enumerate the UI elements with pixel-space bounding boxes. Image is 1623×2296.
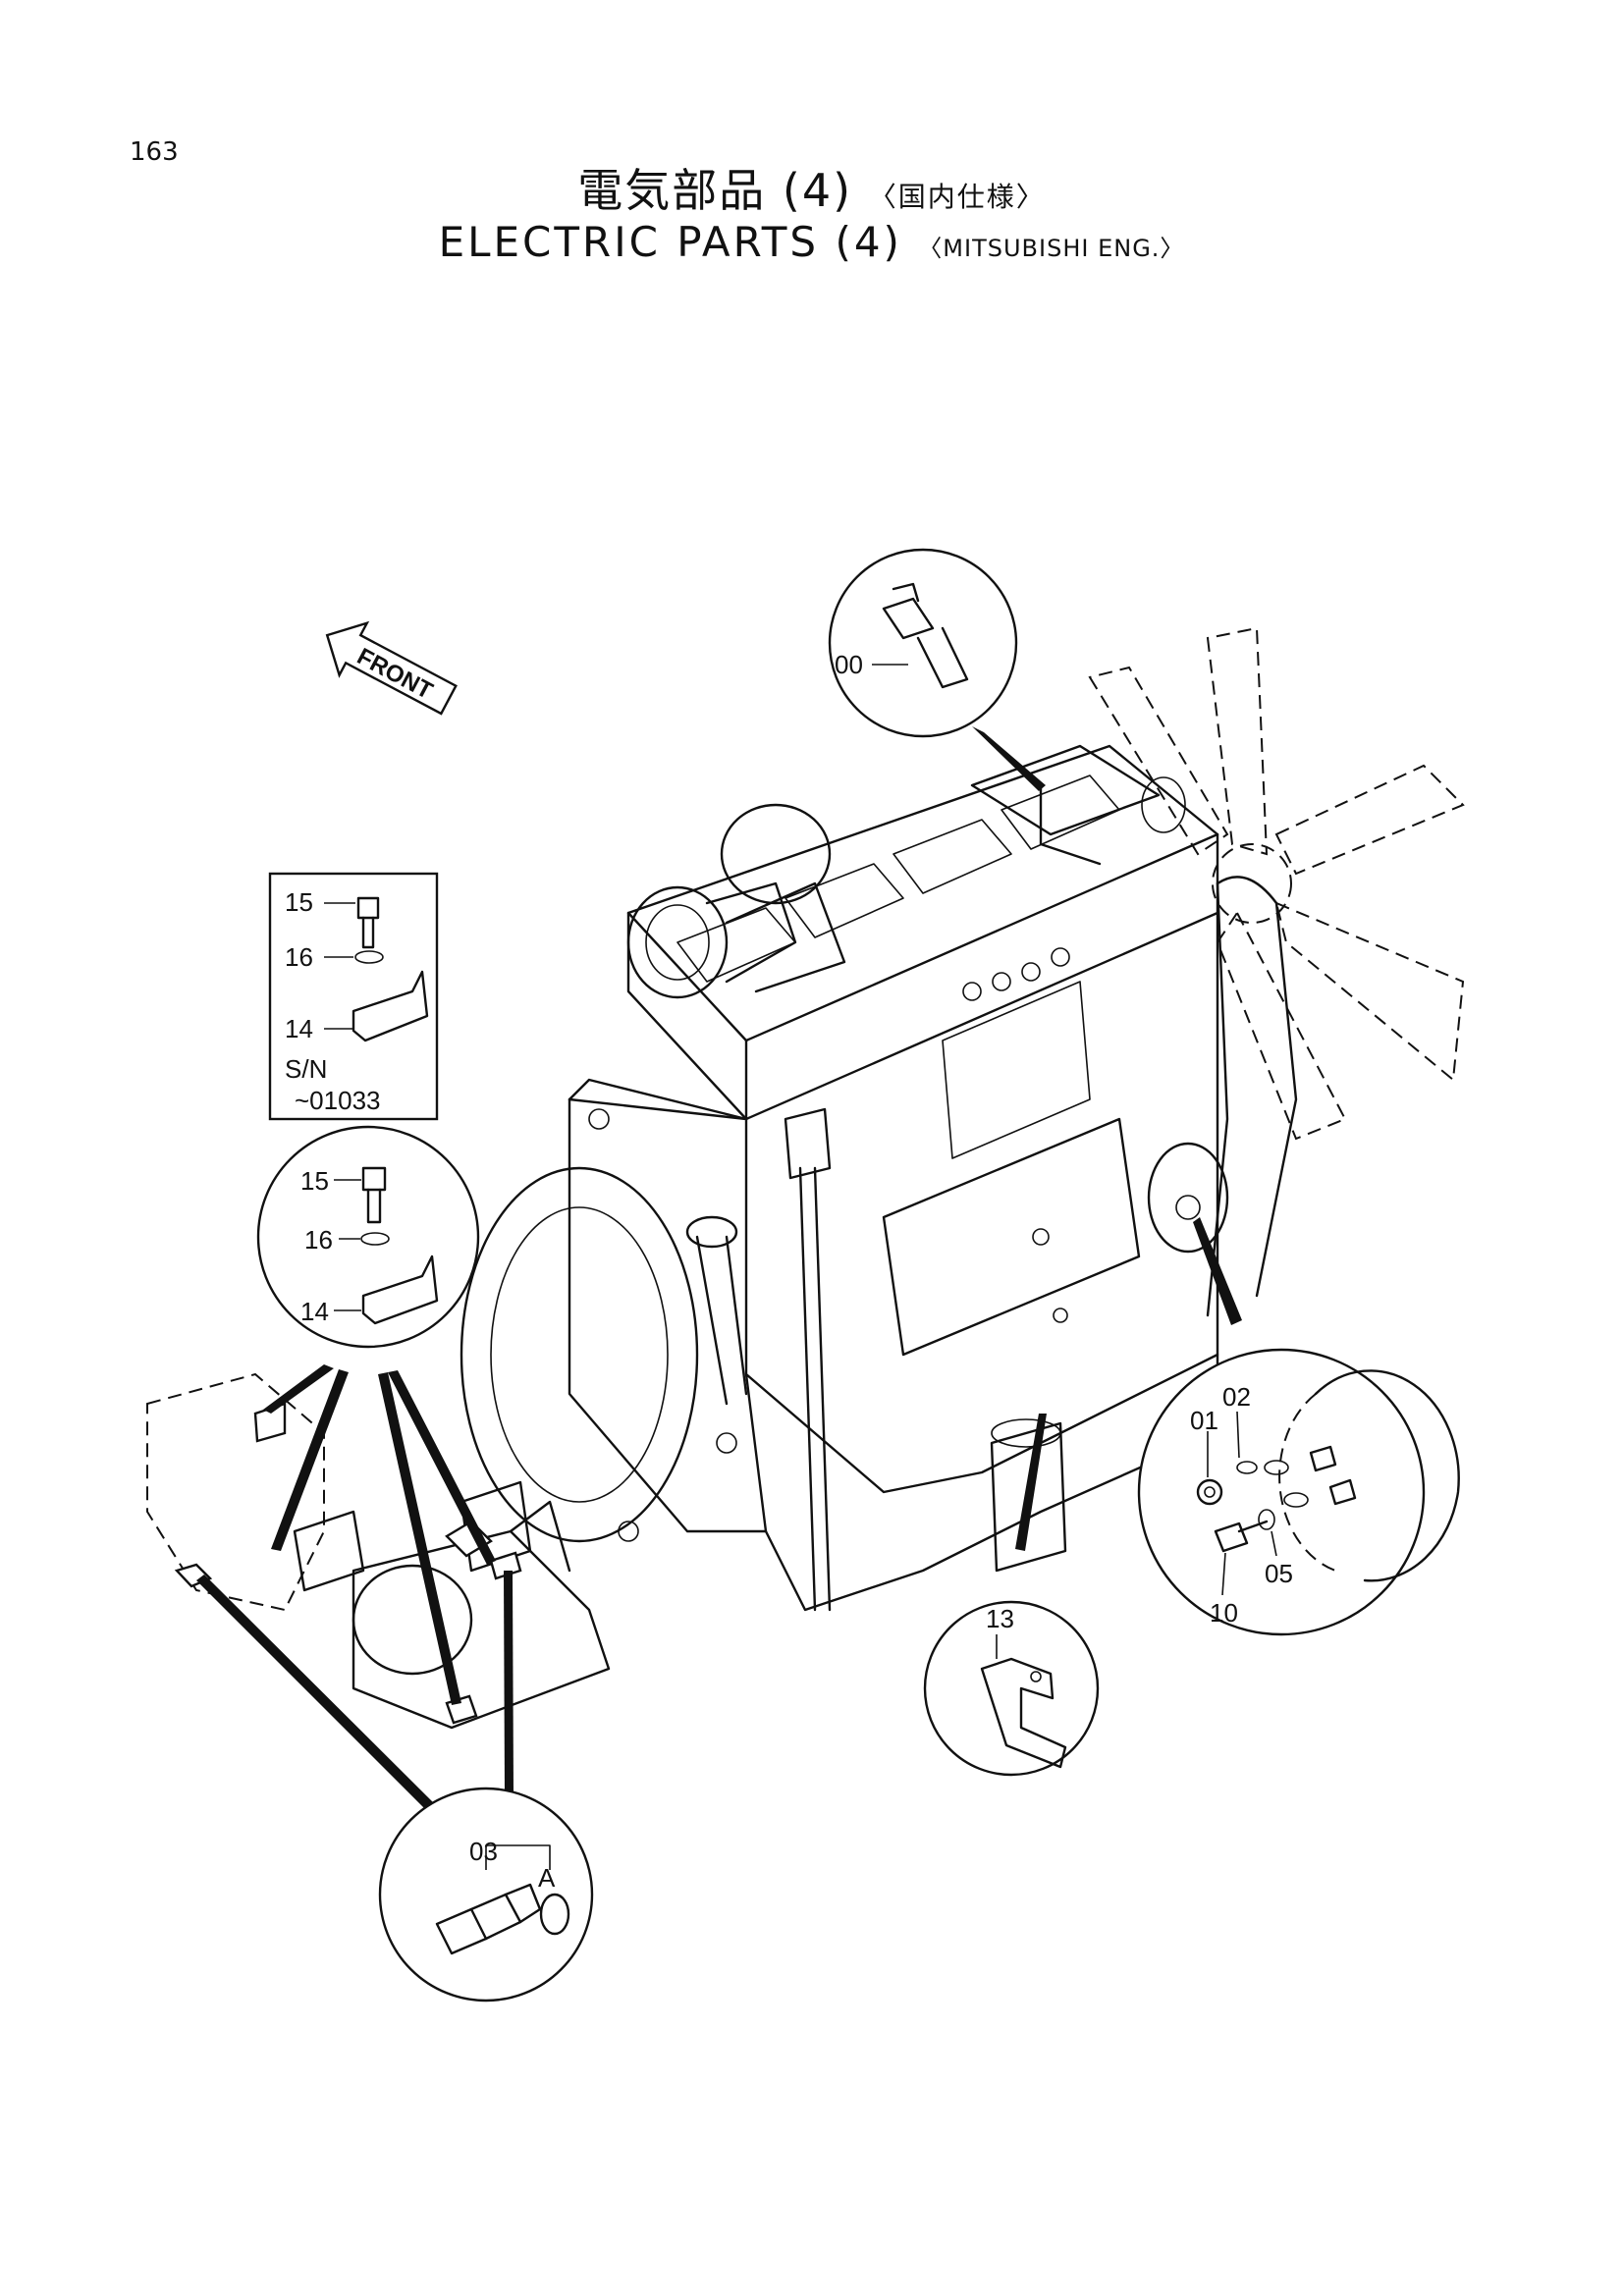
page-number: 163 [130,137,179,167]
inset-label-15: 15 [285,887,313,917]
cooling-fan [1088,626,1465,1141]
leader-lines [196,726,1242,1812]
title-en-spec: 〈MITSUBISHI ENG.〉 [918,235,1185,262]
bracket-label-15: 15 [300,1166,329,1196]
front-arrow: FRONT [325,620,458,716]
callout-bracket: 15 16 14 [256,1125,480,1349]
inset-label-14: 14 [285,1014,313,1043]
bracket-label-14: 14 [300,1297,329,1326]
callout-pressure-switch: 03 A [378,1787,594,2002]
callout-alternator: 01 02 05 10 [1137,1348,1460,1636]
title-japanese: 電気部品 (4) 〈国内仕様〉 [0,155,1623,220]
title-en-text: ELECTRIC PARTS (4) [438,218,902,266]
callout-bracket-13: 13 [923,1600,1100,1777]
inset-label-16: 16 [285,942,313,972]
label-ref-A: A [538,1863,556,1893]
title-jp-spec: 〈国内仕様〉 [868,181,1046,213]
label-part-03: 03 [469,1837,498,1866]
alt-label-10: 10 [1210,1598,1238,1628]
label-part-00: 00 [835,650,863,679]
title-english: ELECTRIC PARTS (4) 〈MITSUBISHI ENG.〉 [0,218,1623,266]
alt-label-02: 02 [1222,1382,1251,1412]
alt-label-01: 01 [1190,1406,1218,1435]
inset-sn-label: S/N [285,1054,327,1084]
callout-temp-sensor: 00 [828,548,1018,738]
title-jp-text: 電気部品 (4) [577,164,853,217]
alt-label-05: 05 [1265,1559,1293,1588]
inset-box-sn: 15 16 14 S/N ~01033 [268,872,439,1121]
label-part-13: 13 [986,1604,1014,1633]
bracket-label-16: 16 [304,1225,333,1255]
inset-sn-range: ~01033 [295,1086,380,1115]
